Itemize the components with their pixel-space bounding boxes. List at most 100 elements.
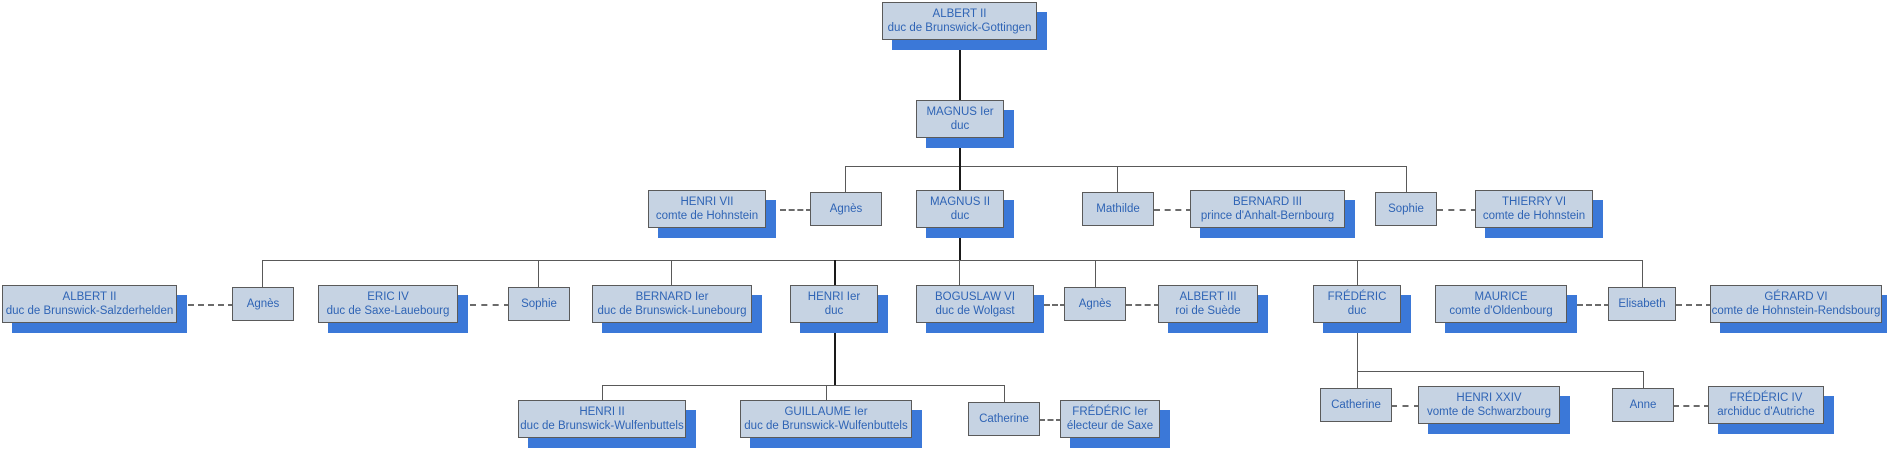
descent-line-albert2-magnus1 [959,40,961,100]
person-node-frederic4[interactable]: FRÉDÉRIC IV archiduc d'Autriche [1708,386,1824,424]
person-node-henri1[interactable]: HENRI Ier duc [790,285,878,323]
person-name: FRÉDÉRIC IV [1729,391,1803,404]
person-title: roi de Suède [1175,305,1241,317]
marriage-link-boguslaw6-agnes [1044,304,1066,306]
person-title: duc [1347,305,1367,317]
person-title: vomte de Schwarzbourg [1426,406,1551,418]
person-node-bernard1[interactable]: BERNARD Ier duc de Brunswick-Lunebourg [592,285,752,323]
descent-drop-bernard1 [671,260,672,285]
descent-drop-anne [1643,371,1644,388]
descent-drop-agnes-a [262,260,263,287]
descent-drop-catherine-b [1357,371,1358,388]
person-title: duc [950,210,970,222]
person-name: Sophie [521,297,557,310]
person-node-sophie-g3[interactable]: Sophie [1375,192,1437,226]
descent-bus-magnus2 [262,260,1643,261]
person-name: BOGUSLAW VI [934,290,1016,303]
person-node-agnes-g3[interactable]: Agnès [810,192,882,226]
marriage-link-sophie-thierry6 [1437,209,1477,211]
person-title: archiduc d'Autriche [1717,406,1815,418]
person-title: duc de Brunswick-Salzderhelden [5,305,174,317]
person-node-anne[interactable]: Anne [1612,388,1674,422]
person-node-magnus1[interactable]: MAGNUS Ier duc [916,100,1004,138]
descent-bus-frederic-duc [1357,371,1644,372]
person-node-magnus2[interactable]: MAGNUS II duc [916,190,1004,228]
person-name: MAURICE [1474,290,1528,303]
person-node-catherine-b[interactable]: Catherine [1320,388,1392,422]
person-node-eric4[interactable]: ERIC IV duc de Saxe-Lauebourg [318,285,458,323]
person-title: comte de Hohnstein [1482,210,1586,222]
person-node-bernard3[interactable]: BERNARD III prince d'Anhalt-Bernbourg [1190,190,1345,228]
descent-drop-catherine-a [1004,385,1005,402]
person-title: duc de Brunswick-Gottingen [887,22,1032,34]
descent-drop-frederic-duc [1357,260,1358,285]
marriage-link-catherine-frederic1 [1039,419,1062,421]
descent-drop-boguslaw6 [959,260,960,285]
person-title: électeur de Saxe [1066,420,1154,432]
descent-drop-henri2 [602,385,603,400]
person-node-maurice[interactable]: MAURICE comte d'Oldenbourg [1435,285,1567,323]
person-name: GUILLAUME Ier [784,405,868,418]
person-title: duc de Brunswick-Wulfenbuttels [744,420,908,432]
person-node-agnes-b[interactable]: Agnès [1064,287,1126,321]
descent-drop-elisabeth [1642,260,1643,287]
person-name: THIERRY VI [1501,195,1567,208]
person-name: ALBERT III [1179,290,1237,303]
person-name: BERNARD Ier [635,290,709,303]
person-name: Elisabeth [1618,297,1666,310]
person-node-albert2-salzderhelden[interactable]: ALBERT II duc de Brunswick-Salzderhelden [2,285,177,323]
person-node-guillaume1[interactable]: GUILLAUME Ier duc de Brunswick-Wulfenbut… [740,400,912,438]
marriage-link-agnes-albert3 [1126,304,1160,306]
marriage-link-catherine-henri24 [1391,405,1420,407]
person-name: FRÉDÉRIC Ier [1072,405,1148,418]
person-name: ALBERT II [932,7,987,20]
person-name: HENRI VII [680,195,734,208]
person-name: Catherine [979,412,1029,425]
person-node-henri2[interactable]: HENRI II duc de Brunswick-Wulfenbuttels [518,400,686,438]
descent-drop-sophie-g3 [1406,166,1407,192]
marriage-link-mathilde-bernard3 [1154,209,1192,211]
person-node-frederic1-saxe[interactable]: FRÉDÉRIC Ier électeur de Saxe [1060,400,1160,438]
descent-drop-agnes-b [1095,260,1096,287]
person-name: Agnès [246,297,280,310]
descent-drop-guillaume1 [826,385,827,400]
person-node-albert3[interactable]: ALBERT III roi de Suède [1158,285,1258,323]
person-name: Catherine [1331,398,1381,411]
person-name: Agnès [1078,297,1112,310]
marriage-link-maurice-elisabeth [1577,304,1610,306]
person-title: duc de Wolgast [935,305,1015,317]
person-title: duc de Brunswick-Wulfenbuttels [520,420,684,432]
descent-stem-frederic-duc [1357,323,1358,371]
marriage-link-anne-frederic4 [1673,405,1710,407]
person-name: ALBERT II [62,290,117,303]
person-title: duc de Brunswick-Lunebourg [597,305,747,317]
person-name: Agnès [829,202,863,215]
marriage-link-henri7-agnes [780,209,812,211]
marriage-link-albert2salz-agnes [188,304,234,306]
descent-stem-magnus1 [959,138,961,166]
person-name: HENRI Ier [807,290,861,303]
person-title: prince d'Anhalt-Bernbourg [1200,210,1335,222]
descent-stem-magnus2 [959,228,961,260]
person-node-frederic-duc[interactable]: FRÉDÉRIC duc [1313,285,1401,323]
person-node-gerard6[interactable]: GÉRARD VI comte de Hohnstein-Rendsbourg [1710,285,1882,323]
person-node-henri7[interactable]: HENRI VII comte de Hohnstein [648,190,766,228]
descent-bus-henri1 [602,385,1004,386]
person-title: duc [950,120,970,132]
person-name: HENRI XXIV [1456,391,1522,404]
person-node-sophie-g4[interactable]: Sophie [508,287,570,321]
person-node-mathilde[interactable]: Mathilde [1082,192,1154,226]
person-title: duc de Saxe-Lauebourg [326,305,450,317]
person-node-albert2-gottingen[interactable]: ALBERT II duc de Brunswick-Gottingen [882,2,1037,40]
person-node-boguslaw6[interactable]: BOGUSLAW VI duc de Wolgast [916,285,1034,323]
person-node-catherine-a[interactable]: Catherine [968,402,1040,436]
person-node-henri24[interactable]: HENRI XXIV vomte de Schwarzbourg [1418,386,1560,424]
person-name: Mathilde [1096,202,1140,215]
person-node-agnes-a[interactable]: Agnès [232,287,294,321]
person-name: MAGNUS II [929,195,991,208]
person-name: ERIC IV [367,290,409,303]
person-node-thierry6[interactable]: THIERRY VI comte de Hohnstein [1475,190,1593,228]
person-node-elisabeth[interactable]: Elisabeth [1608,287,1676,321]
person-title: duc [824,305,844,317]
descent-drop-agnes-g3 [845,166,846,192]
